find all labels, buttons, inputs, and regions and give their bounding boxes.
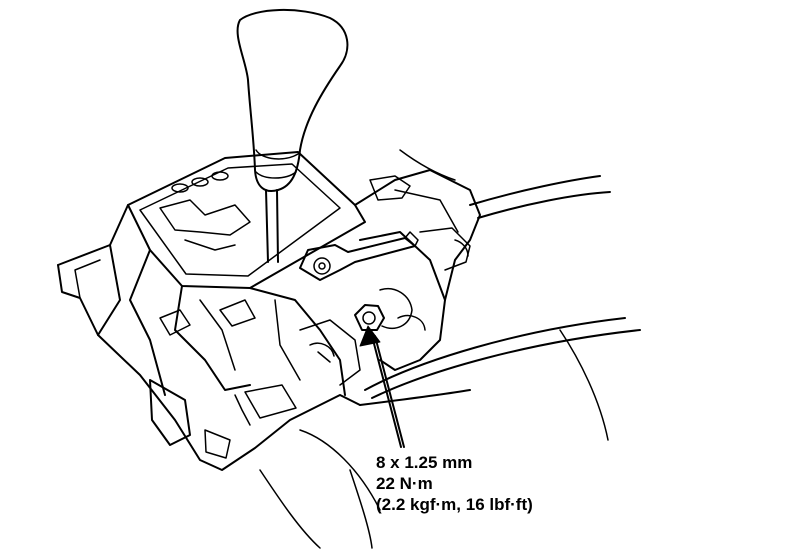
leader-arrow [359, 325, 405, 448]
shift-lever-shaft [265, 189, 279, 263]
torque-nm-label: 22 N·m [376, 474, 433, 493]
detent-bolt [299, 231, 419, 281]
shift-cable [359, 175, 641, 406]
center-mechanism [249, 169, 481, 396]
torque-alt-units-label: (2.2 kgf·m, 16 lbf·ft) [376, 495, 533, 514]
console-outline [259, 149, 609, 549]
shift-indicator-panel [127, 151, 366, 289]
torque-spec-callout: 8 x 1.25 mm 22 N·m (2.2 kgf·m, 16 lbf·ft… [376, 452, 533, 515]
thread-size-label: 8 x 1.25 mm [376, 453, 473, 472]
nut-icon [354, 304, 385, 331]
shifter-housing [57, 204, 361, 471]
shift-knob [236, 9, 349, 192]
